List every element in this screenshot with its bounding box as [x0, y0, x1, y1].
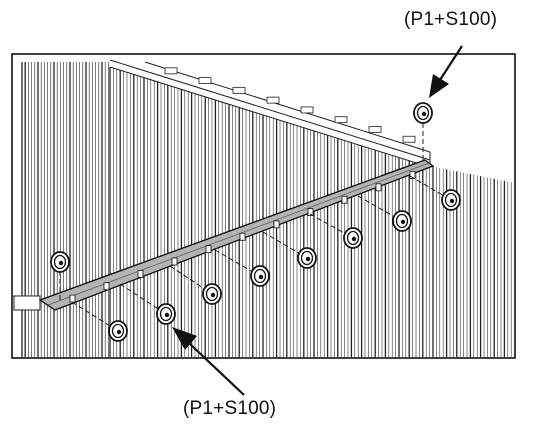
screw-icon — [250, 265, 270, 287]
screw-group — [50, 102, 461, 342]
mounting-rail — [38, 159, 435, 311]
leader-arrow-top — [429, 45, 463, 98]
screw-icon — [202, 283, 222, 305]
screw-icon — [108, 320, 128, 342]
callout-label-bottom: (P1+S100) — [183, 398, 277, 419]
screw-icon — [156, 303, 176, 325]
top-beam — [109, 59, 431, 167]
screw-icon — [413, 102, 433, 124]
screw-icon — [392, 210, 412, 232]
screw-icon — [50, 251, 70, 273]
screw-icon — [343, 227, 363, 249]
leader-arrow-bottom — [172, 327, 245, 396]
corrugated-wall-panel — [13, 62, 512, 357]
screw-icon — [297, 247, 317, 269]
screw-icon — [441, 189, 461, 211]
callout-label-top: (P1+S100) — [404, 9, 498, 30]
